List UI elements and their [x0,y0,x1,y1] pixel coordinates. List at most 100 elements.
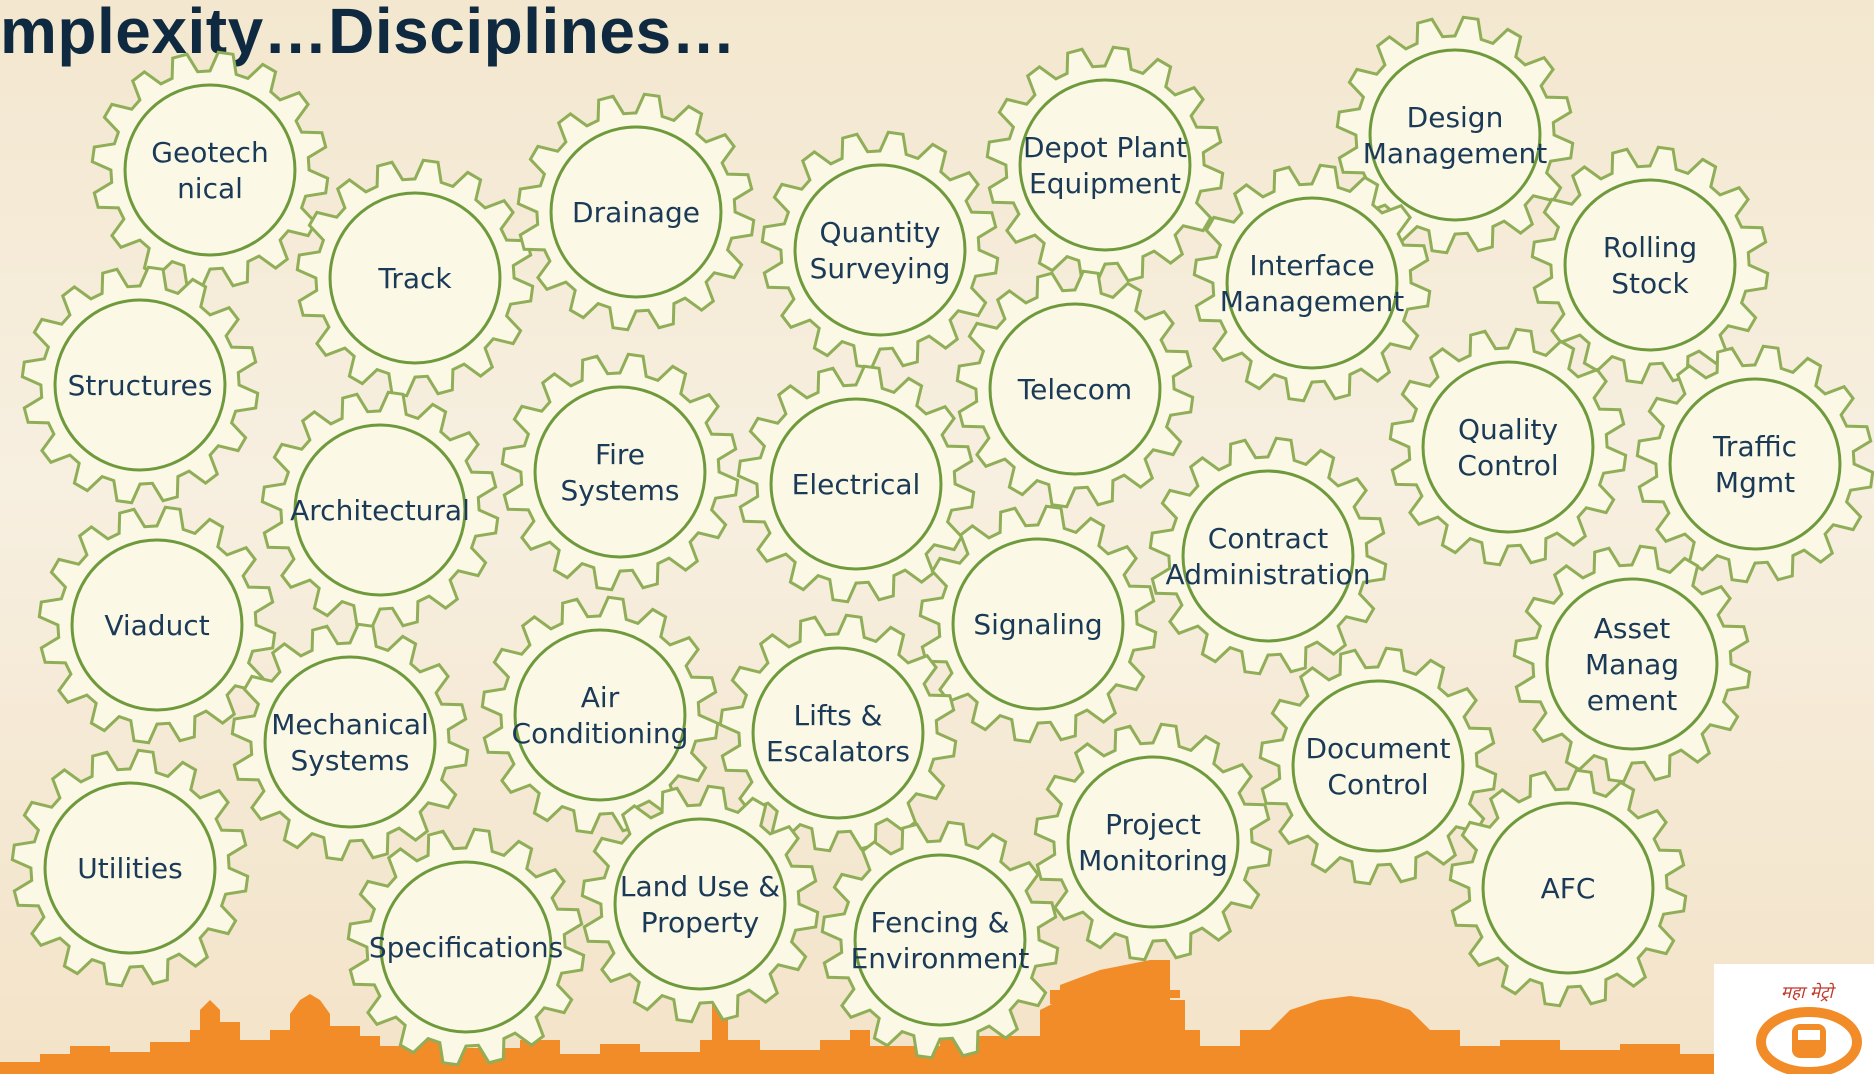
discipline-gear: Signaling [918,504,1158,744]
discipline-gear: Land Use &Property [580,784,820,1024]
gear-label: Electrical [792,468,921,501]
gear-inner-circle [1545,577,1719,751]
gear-inner-circle [1481,801,1655,975]
gear-label: Property [641,906,759,939]
gear-label: Quality [1458,413,1558,446]
gear-label: Project [1105,808,1201,841]
gear-inner-circle [533,385,707,559]
discipline-gear: Drainage [516,92,756,332]
gear-label: Asset [1594,612,1671,645]
discipline-gear: Track [295,158,535,398]
gear-label: AFC [1541,872,1596,905]
gear-inner-circle [328,191,502,365]
gear-label: Rolling [1603,231,1697,264]
gear-label: Specifications [369,931,563,964]
gear-inner-circle [1563,178,1737,352]
discipline-gear: Utilities [10,748,250,988]
gear-inner-circle [1181,469,1355,643]
gear-inner-circle [1421,360,1595,534]
gear-label: Monitoring [1078,844,1228,877]
gear-inner-circle [769,397,943,571]
gear-label: Systems [291,744,410,777]
gear-label: Depot Plant [1023,131,1187,164]
logo-text: महा मेट्रो [1780,983,1834,1003]
gear-label: Viaduct [104,609,209,642]
gear-label: Quantity [820,216,941,249]
gear-label: Traffic [1712,430,1797,463]
gear-inner-circle [1668,377,1842,551]
gear-label: Design [1407,101,1504,134]
gear-inner-circle [379,860,553,1034]
gear-inner-circle [793,163,967,337]
gear-label: Administration [1166,558,1371,591]
gear-label: Conditioning [512,717,689,750]
gear-label: Architectural [290,494,470,527]
gear-label: Escalators [766,735,910,768]
gear-label: Geotech [151,136,268,169]
metro-train-logo-icon [1756,1007,1862,1074]
gear-inner-circle [293,423,467,597]
gear-inner-circle [549,125,723,299]
maha-metro-logo: महा मेट्रो [1714,964,1874,1074]
gear-label: Structures [68,369,213,402]
gear-label: Fire [595,438,645,471]
discipline-gear: Specifications [346,827,586,1067]
slide-title: mplexity…Disciplines… [0,0,737,67]
gear-inner-circle [513,628,687,802]
gear-inner-circle [1066,755,1240,929]
gear-label: Management [1363,137,1547,170]
gear-label: Air [581,681,620,714]
gear-inner-circle [53,298,227,472]
gear-inner-circle [751,646,925,820]
gear-label: ement [1587,684,1677,717]
gear-label: Control [1327,768,1428,801]
gear-label: Document [1305,732,1450,765]
discipline-gear: Architectural [260,390,500,630]
gear-inner-circle [43,781,217,955]
discipline-gear: AFC [1448,768,1688,1008]
gear-inner-circle [1291,679,1465,853]
discipline-gear: Structures [20,265,260,505]
gear-label: Mgmt [1715,466,1795,499]
gear-inner-circle [613,817,787,991]
gear-inner-circle [1225,196,1399,370]
gear-inner-circle [1018,78,1192,252]
gear-label: Track [377,262,452,295]
discipline-gear: Fencing &Environment [820,820,1060,1060]
gear-inner-circle [853,853,1027,1027]
gear-label: Systems [561,474,680,507]
discipline-gear: Lifts &Escalators [718,613,958,853]
gear-inner-circle [70,538,244,712]
gear-label: Environment [851,942,1030,975]
gear-label: Fencing & [871,906,1010,939]
gear-inner-circle [1368,48,1542,222]
gear-label: Control [1457,449,1558,482]
gear-label: Stock [1611,267,1689,300]
gear-label: Management [1220,285,1404,318]
gear-label: Equipment [1029,167,1181,200]
gear-inner-circle [123,83,297,257]
gear-label: Contract [1208,522,1328,555]
gear-label: Lifts & [793,699,882,732]
discipline-gear: Electrical [736,364,976,604]
gear-label: Utilities [77,852,182,885]
gear-label: Interface [1249,249,1374,282]
discipline-gear: Viaduct [37,505,277,745]
gear-label: nical [177,172,243,205]
gear-inner-circle [263,655,437,829]
gear-label: Surveying [810,252,951,285]
